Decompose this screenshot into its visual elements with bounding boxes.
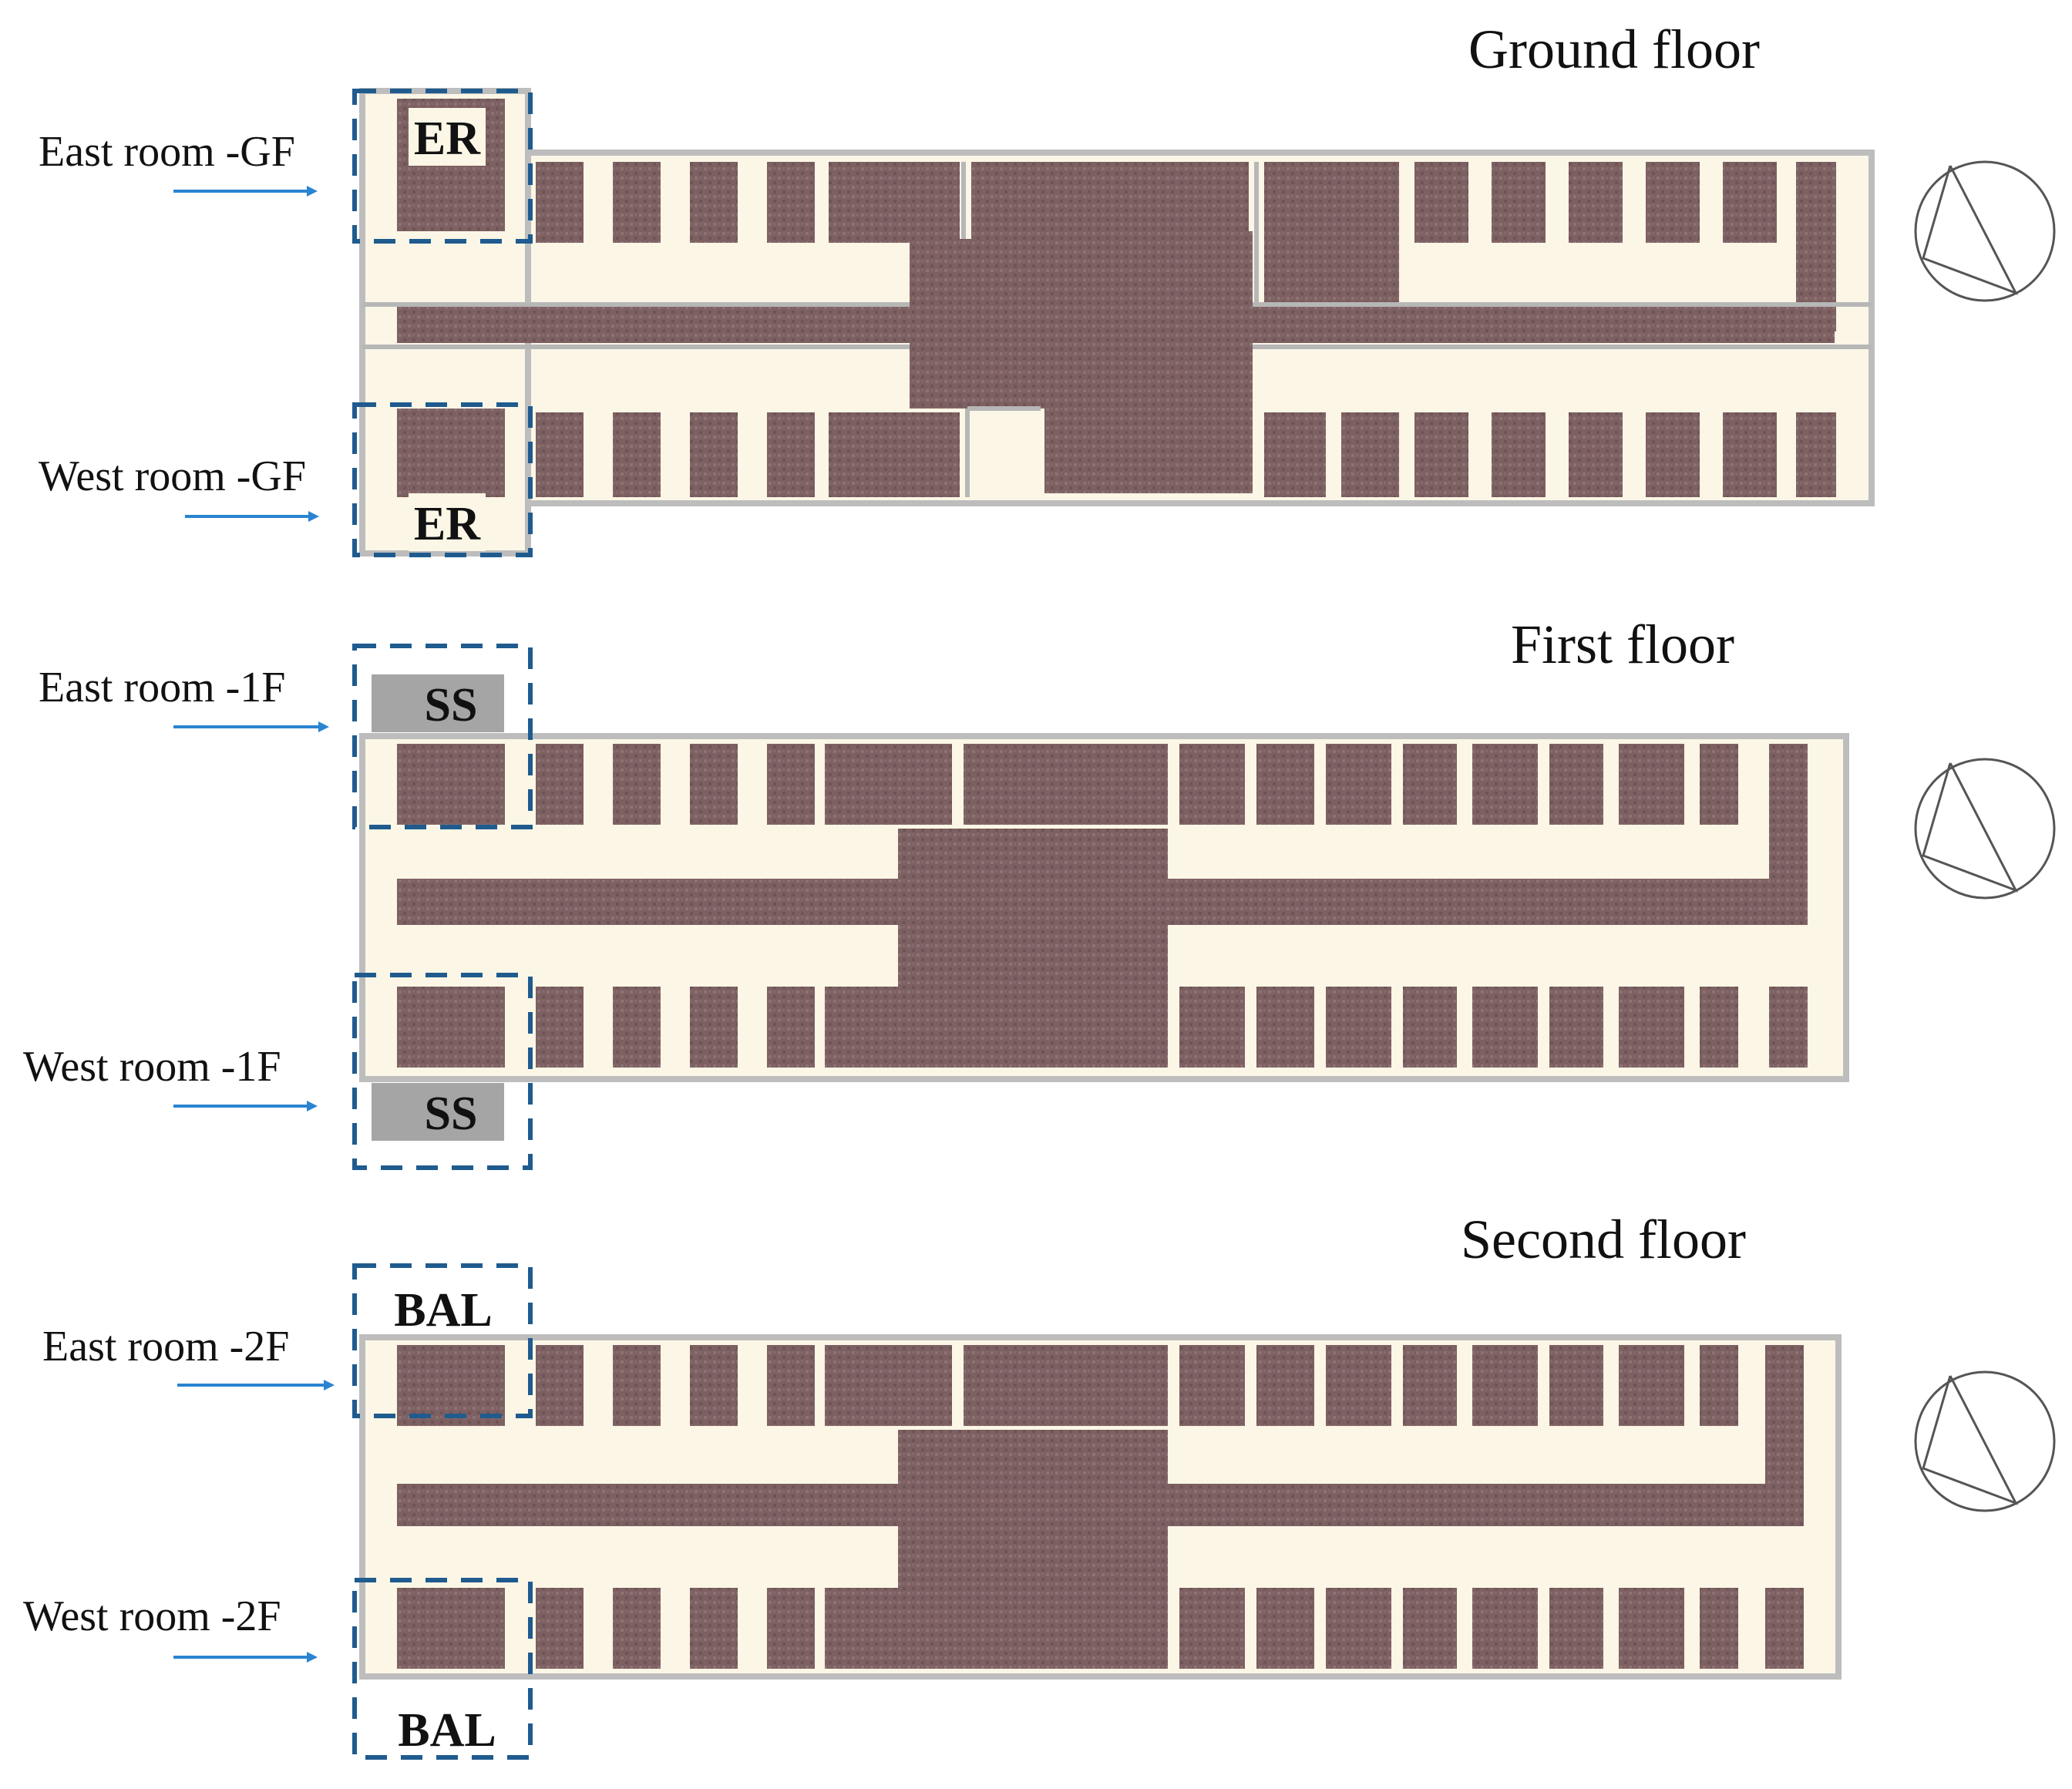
east-tag-2f: BAL [394, 1284, 492, 1337]
east-room-1f-label: East room -1F [39, 664, 285, 711]
east-room-2f-box [352, 1263, 533, 1418]
ground-floor-hall [1044, 231, 1253, 493]
second-floor-plan: Second floor [23, 1209, 2056, 1760]
er-east-tag-bg [409, 108, 486, 166]
east-room-1f-box [352, 644, 533, 829]
north-compass-icon [1914, 758, 2056, 900]
west-room-2f-label: West room -2F [23, 1592, 281, 1640]
east-tag-1f: SS [425, 679, 478, 731]
first-floor-rooms [397, 744, 1808, 1068]
north-compass-icon [1914, 1370, 2056, 1512]
ground-floor-walls [362, 162, 1872, 497]
first-floor-title: First floor [1511, 614, 1734, 675]
east-room-2f-label: East room -2F [42, 1323, 289, 1370]
west-room-1f-box [352, 973, 533, 1170]
west-tag-2f: BAL [398, 1704, 496, 1757]
ss-east-annex [372, 674, 504, 732]
ground-floor-plan: Ground floor [39, 18, 2056, 557]
second-floor-rooms [397, 1345, 1804, 1669]
east-tag-gf: ER [414, 113, 481, 165]
er-west-tag-bg [409, 493, 486, 551]
east-room-gf-label: East room -GF [39, 128, 295, 176]
first-floor-plan: First floor [23, 614, 2056, 1170]
ground-floor-bottom-rooms [397, 409, 1836, 497]
ground-floor-top-rooms [397, 99, 1836, 331]
ss-west-annex [372, 1083, 504, 1141]
west-room-2f-box [352, 1578, 533, 1760]
north-compass-icon [1914, 160, 2056, 302]
ground-floor-title: Ground floor [1468, 18, 1760, 80]
west-room-1f-label: West room -1F [23, 1043, 281, 1091]
west-room-gf-label: West room -GF [39, 452, 306, 500]
west-tag-gf: ER [414, 498, 481, 550]
west-room-gf-box [352, 402, 533, 557]
west-tag-1f: SS [425, 1088, 478, 1140]
second-floor-title: Second floor [1461, 1209, 1746, 1270]
east-room-gf-box [352, 89, 533, 244]
